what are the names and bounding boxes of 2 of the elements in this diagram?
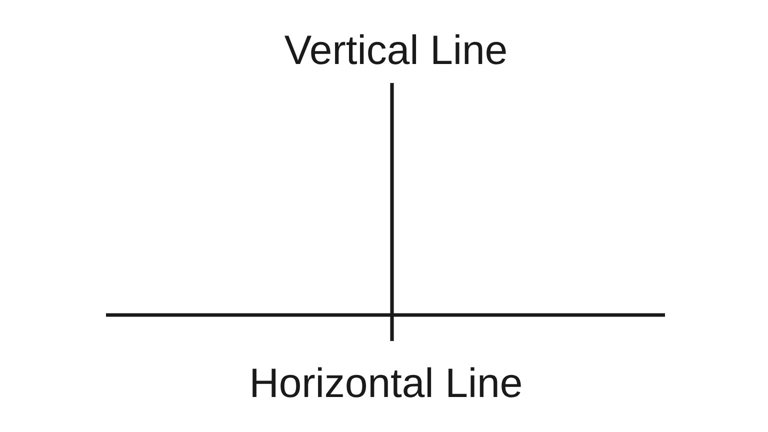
line-label: Horizontal Line: [252, 367, 521, 398]
line-label: Vertical Line: [284, 34, 506, 64]
